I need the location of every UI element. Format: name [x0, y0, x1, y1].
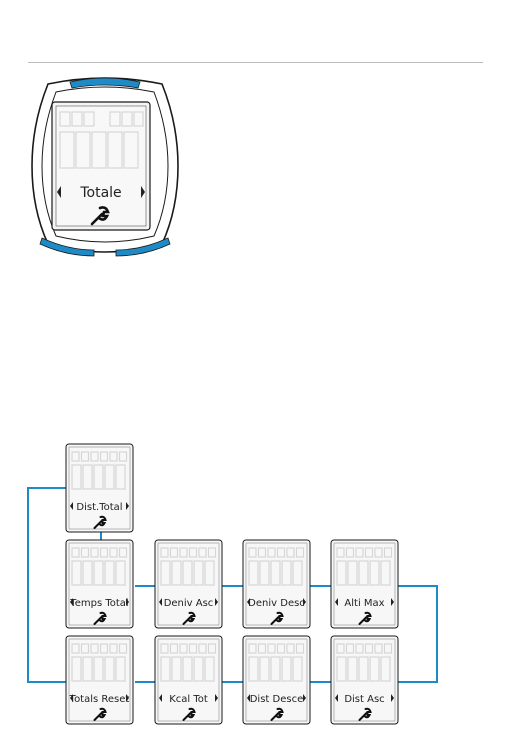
- screen-label: Deniv Desc: [248, 598, 305, 609]
- screen-kcal-tot: Kcal Tot: [155, 636, 222, 724]
- connector-loop-right: [398, 586, 437, 682]
- screen-dist-total: Dist.Total: [66, 444, 133, 532]
- screen-label: Totals Reset: [69, 694, 130, 705]
- screen-label: Dist Asc: [344, 694, 384, 705]
- screen-label: Dist Desce: [250, 694, 304, 705]
- screen-label: Kcal Tot: [169, 694, 208, 705]
- screen-label: Alti Max: [344, 598, 384, 609]
- screen-dist-desce: Dist Desce: [243, 636, 310, 724]
- screen-totals-reset: Totals Reset: [66, 636, 133, 724]
- screen-dist-asc: Dist Asc: [331, 636, 398, 724]
- screen-label: Deniv Asc: [164, 598, 214, 609]
- connector-loop-left: [28, 488, 66, 682]
- screen-alti-max: Alti Max: [331, 540, 398, 628]
- screen-temps-total: Temps Total: [66, 540, 133, 628]
- screen-label: Temps Total: [69, 598, 128, 609]
- screen-deniv-asc: Deniv Asc: [155, 540, 222, 628]
- bike-computer-device: Totale: [28, 74, 182, 258]
- top-divider: [28, 62, 483, 63]
- screen-deniv-desc: Deniv Desc: [243, 540, 310, 628]
- screen-label: Dist.Total: [76, 502, 122, 513]
- main-screen-label: Totale: [79, 185, 121, 201]
